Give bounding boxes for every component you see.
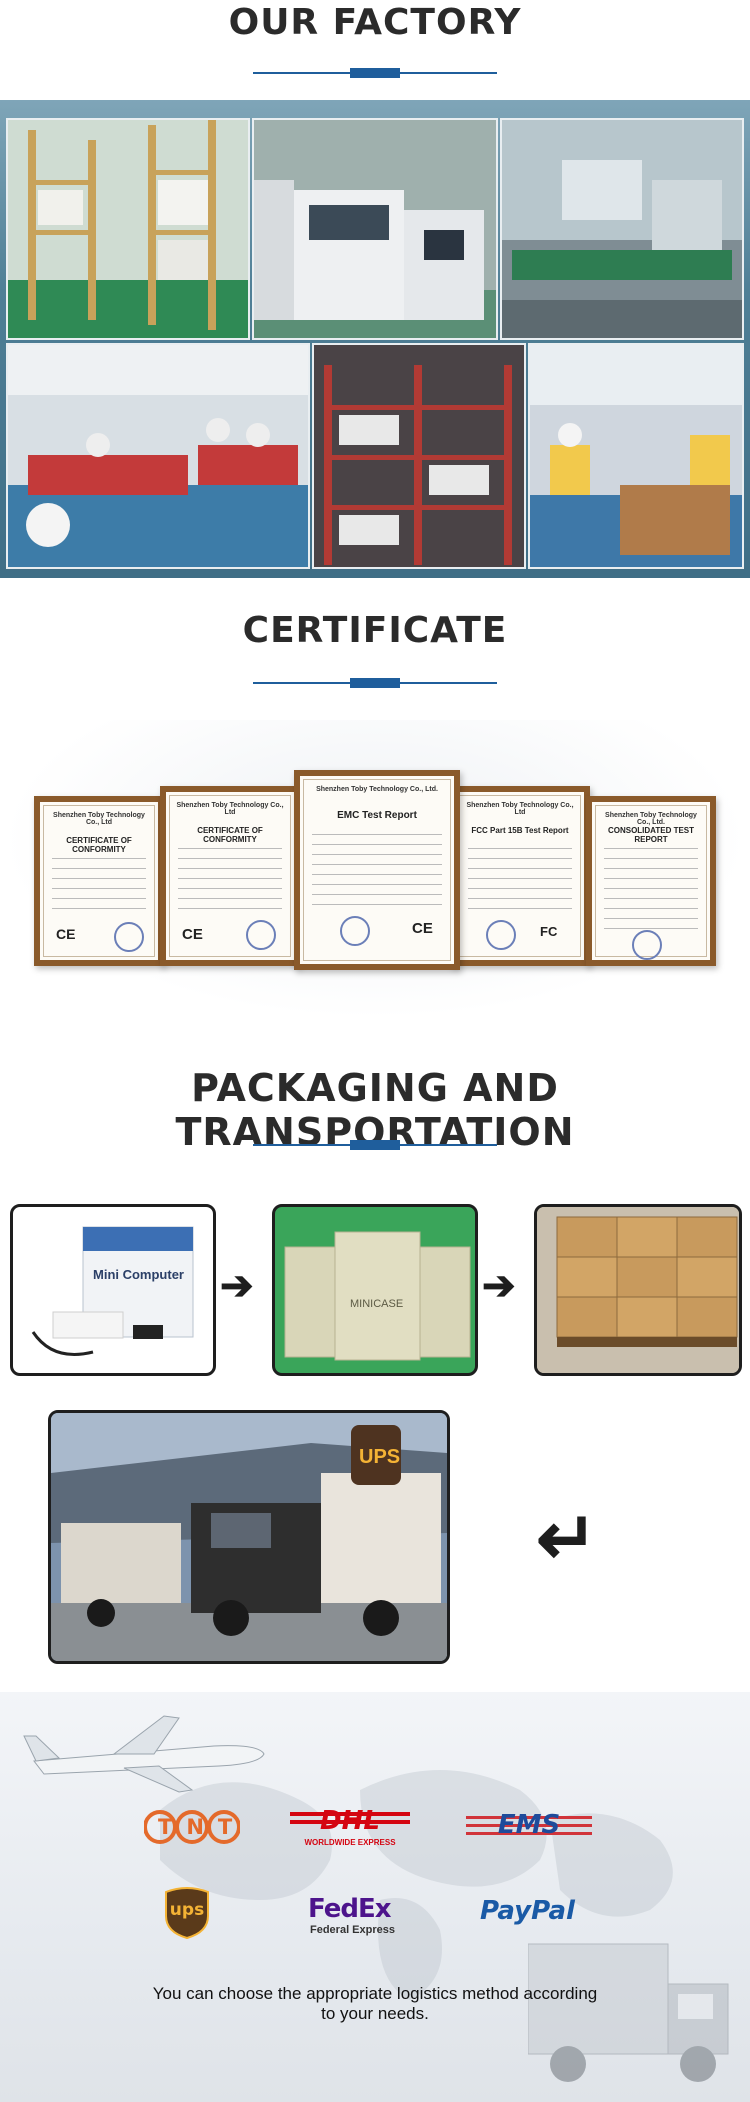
certificate-document-5: Shenzhen Toby Technology Co., Ltd. CONSO… — [586, 796, 716, 966]
certificate-seal — [486, 920, 516, 950]
tnt-logo-text: TNT — [158, 1815, 247, 1839]
certificate-heading: FCC Part 15B Test Report — [471, 826, 569, 835]
certificate-document-1: Shenzhen Toby Technology Co., Ltd CERTIF… — [34, 796, 164, 966]
fedex-logo: FedEx Federal Express — [308, 1894, 408, 1938]
paypal-logo-text: PayPal — [480, 1896, 575, 1926]
certificate-company: Shenzhen Toby Technology Co., Ltd. — [605, 812, 697, 826]
certificate-seal — [340, 916, 370, 946]
arrow-right-icon: ➔ — [482, 1264, 516, 1308]
product-box-label: Mini Computer — [93, 1267, 184, 1282]
ce-mark: CE — [182, 926, 203, 943]
certificate-heading: CERTIFICATE OF CONFORMITY — [66, 836, 132, 854]
ups-logo: ups — [164, 1886, 210, 1940]
factory-photo-testing-racks — [312, 343, 526, 569]
factory-photo-workstations — [6, 343, 310, 569]
certificate-heading: CONSOLIDATED TEST REPORT — [607, 826, 695, 844]
ce-mark: CE — [412, 920, 433, 937]
world-map-icon — [160, 1770, 673, 2000]
packaging-photo-ups-truck: UPS — [48, 1410, 450, 1664]
certificate-divider-block — [350, 678, 400, 688]
factory-divider-block — [350, 68, 400, 78]
certificate-document-2: Shenzhen Toby Technology Co., Ltd CERTIF… — [160, 786, 300, 966]
certificate-company: Shenzhen Toby Technology Co., Ltd — [466, 802, 574, 816]
logistics-note: You can choose the appropriate logistics… — [152, 1984, 598, 2023]
fedex-logo-text: FedEx — [308, 1894, 391, 1924]
certificate-company: Shenzhen Toby Technology Co., Ltd — [176, 802, 284, 816]
ems-logo: EMS — [466, 1808, 592, 1844]
certificate-company: Shenzhen Toby Technology Co., Ltd — [53, 812, 145, 826]
factory-photo-assembly-line — [500, 118, 744, 340]
certificate-seal — [632, 930, 662, 960]
factory-title: OUR FACTORY — [228, 2, 522, 43]
ce-mark: CE — [56, 926, 76, 942]
certificate-company: Shenzhen Toby Technology Co., Ltd. — [316, 786, 438, 793]
packaging-photo-pallets — [534, 1204, 742, 1376]
packaging-photo-product-box: Mini Computer — [10, 1204, 216, 1376]
truck-ups-logo: UPS — [359, 1446, 400, 1468]
factory-photo-shelves — [6, 118, 250, 340]
certificate-document-4: Shenzhen Toby Technology Co., Ltd FCC Pa… — [450, 786, 590, 966]
packaging-divider-block — [350, 1140, 400, 1150]
certificate-seal — [114, 922, 144, 952]
airplane-icon — [23, 1715, 265, 1793]
dhl-logo-text: DHL — [320, 1806, 380, 1836]
factory-photo-smt-machine — [252, 118, 498, 340]
return-arrow-icon: ↵ — [536, 1497, 599, 1580]
dhl-logo: DHL WORLDWIDE EXPRESS — [290, 1806, 410, 1852]
dhl-logo-subtitle: WORLDWIDE EXPRESS — [304, 1838, 396, 1847]
certificate-seal — [246, 920, 276, 950]
case-label: MINICASE — [350, 1298, 403, 1310]
fedex-logo-subtitle: Federal Express — [310, 1924, 395, 1936]
tnt-logo: TNT — [143, 1808, 247, 1846]
truck-background-icon — [528, 1943, 729, 2082]
packaging-photo-cartons: MINICASE — [272, 1204, 478, 1376]
factory-photo-packing — [528, 343, 744, 569]
certificate-heading: CERTIFICATE OF CONFORMITY — [197, 826, 263, 844]
ems-logo-text: EMS — [497, 1810, 561, 1840]
certificate-heading: EMC Test Report — [337, 810, 417, 821]
certificate-title: CERTIFICATE — [242, 610, 508, 651]
fcc-mark: FC — [540, 924, 558, 939]
certificate-document-3: Shenzhen Toby Technology Co., Ltd. EMC T… — [294, 770, 460, 970]
arrow-right-icon: ➔ — [220, 1264, 254, 1308]
paypal-logo: PayPal — [480, 1896, 590, 1932]
ups-logo-text: ups — [169, 1900, 205, 1920]
